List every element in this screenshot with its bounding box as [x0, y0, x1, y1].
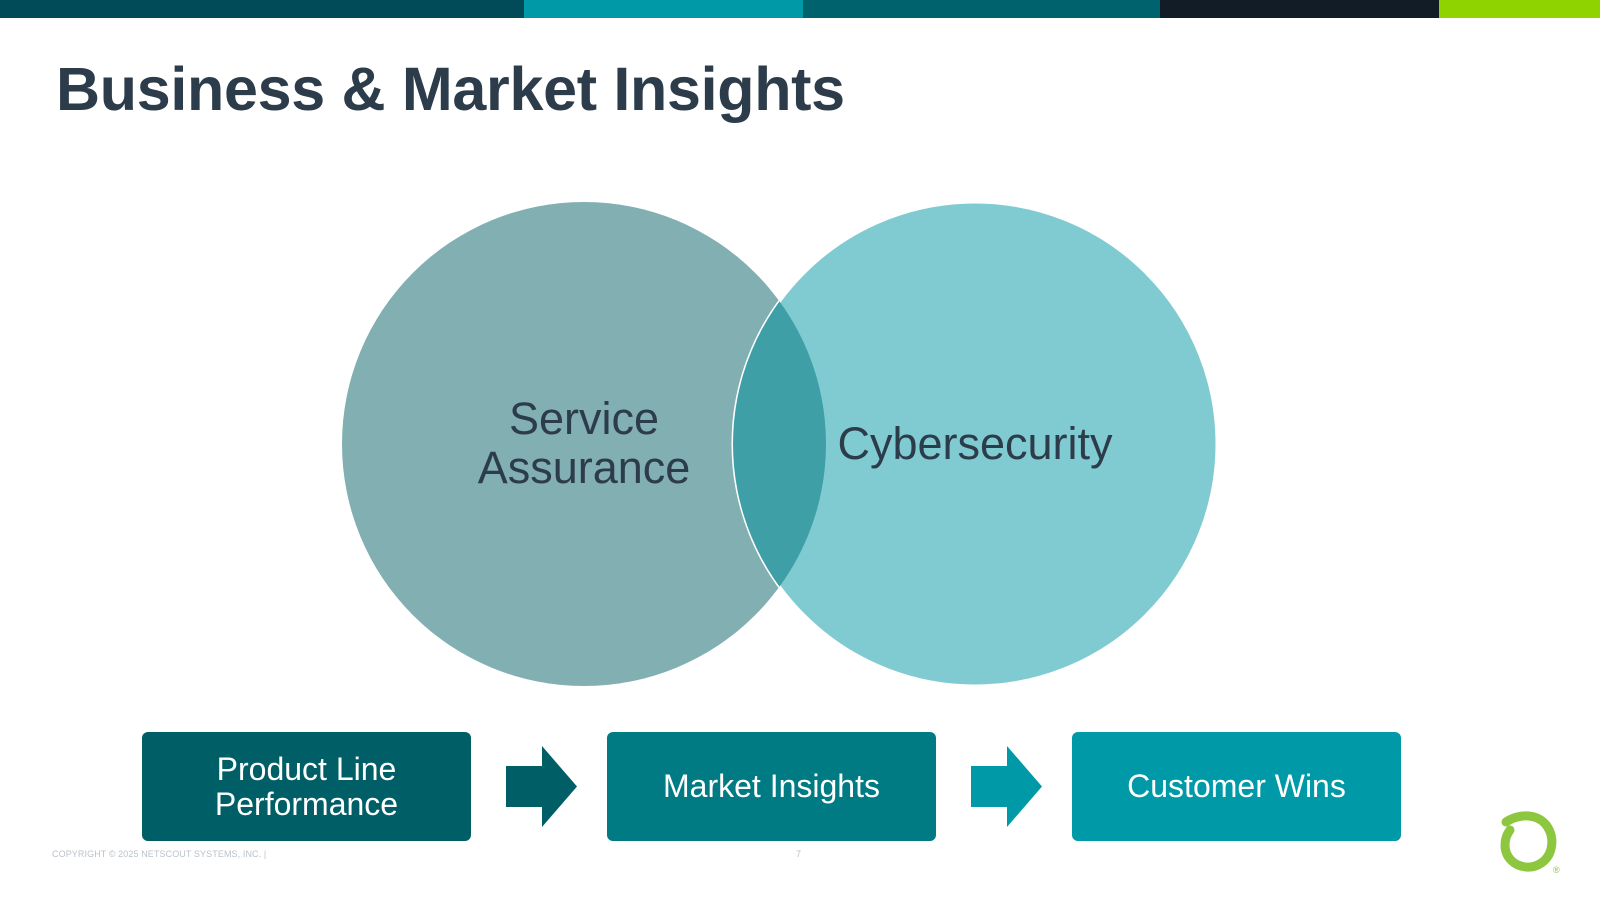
flow-arrow-right-icon: [971, 746, 1042, 827]
accent-segment: [1160, 0, 1439, 18]
flow-box-label-line1: Product Line: [216, 750, 397, 787]
flow-box-customer-wins: Customer Wins: [1072, 732, 1401, 841]
accent-segment: [524, 0, 803, 18]
accent-segment: [1439, 0, 1600, 18]
venn-label-service: Service: [509, 393, 659, 444]
flow-box-label: Market Insights: [663, 768, 880, 804]
accent-segment: [0, 0, 524, 18]
netscout-logo-icon: ®: [1500, 811, 1560, 875]
flow-box-market-insights: Market Insights: [607, 732, 936, 841]
page-title: Business & Market Insights: [56, 55, 845, 123]
flow-box-label: Customer Wins: [1127, 768, 1346, 804]
flow-box-label-line2: Performance: [214, 785, 399, 822]
flow-box-product-line-performance: Product Line Performance: [142, 732, 471, 841]
venn-circle-service-assurance: [342, 202, 826, 686]
top-accent-bar: [0, 0, 1600, 18]
registered-mark: ®: [1553, 865, 1560, 875]
venn-label-cybersecurity: Cybersecurity: [837, 418, 1113, 469]
page-number: 7: [796, 849, 802, 859]
footer-copyright: COPYRIGHT © 2025 NETSCOUT SYSTEMS, INC. …: [52, 849, 267, 859]
venn-label-assurance: Assurance: [478, 442, 691, 493]
accent-segment: [803, 0, 1160, 18]
flow-arrow-right-icon: [506, 746, 577, 827]
